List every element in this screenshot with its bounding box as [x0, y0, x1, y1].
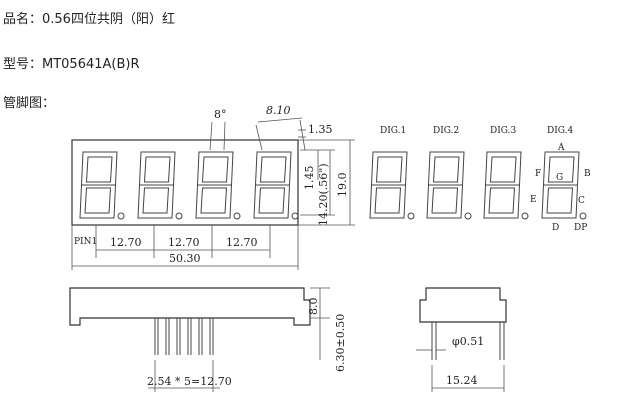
digit-schem-3-dp: [521, 212, 529, 220]
digit-schem-4-lower: [541, 184, 579, 219]
pinout-label: 管脚图：: [3, 96, 56, 111]
side-view-body: [69, 287, 311, 326]
dp-offset-label: 1.35: [308, 123, 333, 136]
seg-dp-label: DP: [574, 223, 587, 233]
seg-e-label: E: [530, 195, 537, 205]
digit-front-1-lower: [79, 184, 117, 219]
digit-front-1-inner-bottom: [84, 187, 112, 214]
digit-schem-4-inner-bottom: [546, 187, 574, 214]
digit-schem-2-inner-top: [432, 156, 460, 183]
digit-schem-4-inner-top: [547, 156, 575, 183]
digit-schem-2-lower: [426, 184, 464, 219]
display-body-front: [71, 139, 299, 226]
pin1-label: PIN1: [74, 237, 97, 247]
digit-front-1-inner-top: [85, 156, 113, 183]
pitch-3-label: 12.70: [226, 236, 258, 249]
seg-width-label: 1.45: [303, 166, 316, 191]
seg-d-label: D: [552, 223, 559, 233]
seg-c-label: C: [578, 196, 585, 206]
height-label: 19.0: [336, 173, 349, 198]
pin-pitch-label: 2.54 * 5=12.70: [147, 375, 232, 388]
dig3-label: DIG.3: [490, 126, 517, 136]
body-thick-label: 8.0: [307, 298, 320, 316]
digit-schem-1-lower: [369, 184, 407, 219]
pin-dia-label: φ0.51: [452, 335, 484, 348]
digit-front-3-inner-bottom: [200, 187, 228, 214]
pin-len-label: 6.30±0.50: [334, 314, 347, 372]
digit-schem-2-dp: [464, 212, 472, 220]
digit-schem-3-inner-bottom: [488, 187, 516, 214]
dig1-label: DIG.1: [380, 126, 406, 136]
angle-label: 8°: [214, 108, 227, 121]
digit-front-3-inner-top: [201, 156, 229, 183]
digit-schem-2-inner-bottom: [431, 187, 459, 214]
digit-schem-3-lower: [483, 184, 521, 219]
digit-front-2-lower: [137, 184, 175, 219]
seg-a-label: A: [557, 143, 565, 153]
digit-height-label: 14.20(.56"): [317, 163, 330, 226]
row-spacing-label: 15.24: [446, 374, 478, 387]
digit-pitch-label: 8.10: [266, 104, 291, 117]
digit-front-4-lower: [253, 184, 291, 219]
pitch-1-label: 12.70: [110, 236, 142, 249]
seg-g-label: G: [556, 173, 563, 183]
width-label: 50.30: [169, 252, 201, 265]
digit-front-4-dp: [291, 212, 299, 220]
dig4-label: DIG.4: [547, 126, 574, 136]
model-line: 型号：MT05641A(B)R: [3, 57, 140, 72]
digit-schem-1-inner-bottom: [374, 187, 402, 214]
digit-front-2-inner-top: [143, 156, 171, 183]
end-view-body: [419, 287, 507, 323]
digit-schem-4-dp: [579, 212, 587, 220]
digit-front-3-dp: [233, 212, 241, 220]
front-digits: [79, 151, 299, 220]
digit-schem-1-inner-top: [375, 156, 403, 183]
digit-schem-1-dp: [407, 212, 415, 220]
digit-front-4-inner-bottom: [258, 187, 286, 214]
digit-front-2-inner-bottom: [142, 187, 170, 214]
digit-front-2-dp: [175, 212, 183, 220]
dig2-label: DIG.2: [433, 126, 459, 136]
digit-front-1-dp: [117, 212, 125, 220]
side-view-pins: [154, 318, 214, 355]
digit-schem-3-inner-top: [489, 156, 517, 183]
product-name-line: 品名：0.56四位共阴（阳）红: [3, 12, 175, 27]
pitch-2-label: 12.70: [168, 236, 200, 249]
seg-f-label: F: [535, 169, 541, 179]
seg-b-label: B: [584, 169, 591, 179]
digit-front-4-inner-top: [259, 156, 287, 183]
schematic-digits: [369, 151, 587, 220]
digit-front-3-lower: [195, 184, 233, 219]
